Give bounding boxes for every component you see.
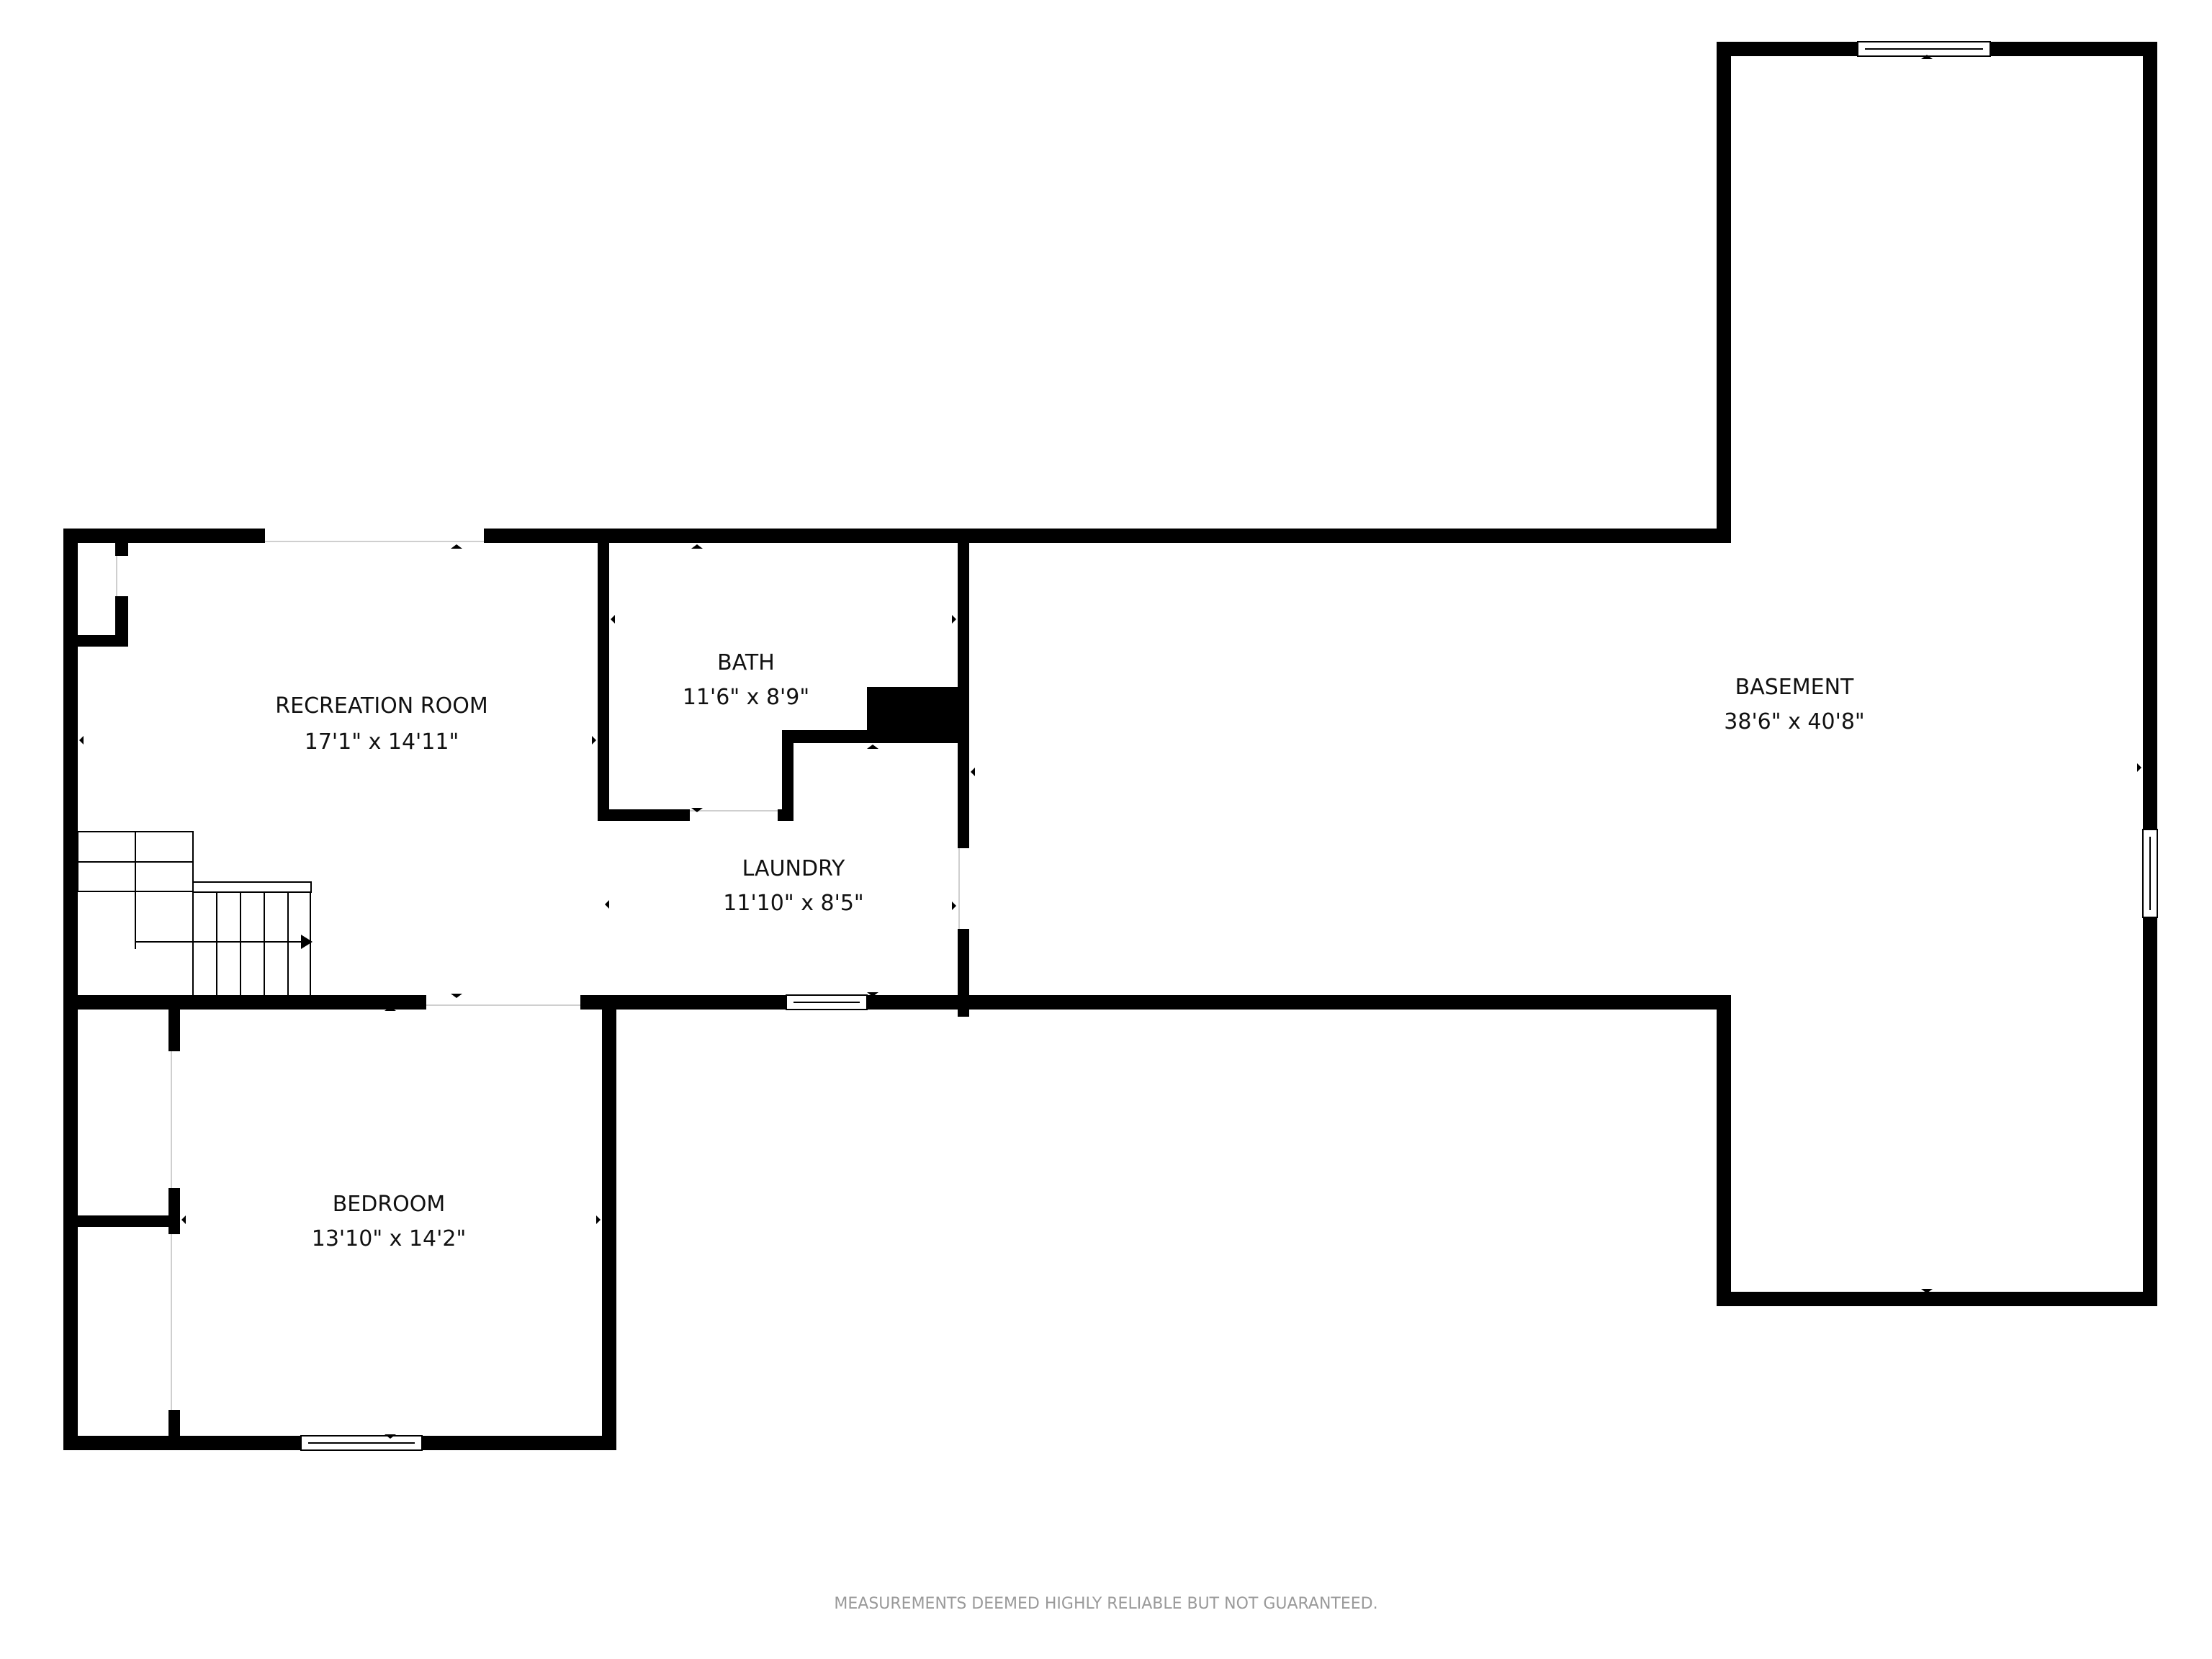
room-name: BEDROOM [333, 1192, 446, 1217]
room-dims: 13'10" x 14'2" [312, 1226, 467, 1251]
room-bath: BATH 11'6" x 8'9" [683, 650, 809, 710]
window-bedroom [300, 1435, 423, 1451]
room-dims: 11'6" x 8'9" [683, 685, 809, 710]
openings [116, 541, 960, 1410]
room-dims: 17'1" x 14'11" [305, 729, 459, 755]
window-basement-top [1857, 41, 1991, 57]
room-dims: 11'10" x 8'5" [723, 891, 863, 916]
room-name: BASEMENT [1735, 675, 1854, 700]
staircase [77, 831, 313, 995]
walls [63, 42, 2157, 1450]
room-name: LAUNDRY [742, 856, 845, 881]
room-basement: BASEMENT 38'6" x 40'8" [1724, 675, 1864, 734]
stair-arrow-icon [301, 935, 313, 949]
room-bedroom: BEDROOM 13'10" x 14'2" [312, 1192, 467, 1251]
window-basement-right [2142, 829, 2158, 918]
windows [300, 41, 2158, 1451]
room-laundry: LAUNDRY 11'10" x 8'5" [723, 856, 863, 916]
room-name: RECREATION ROOM [275, 693, 487, 719]
room-name: BATH [717, 650, 775, 675]
room-recreation: RECREATION ROOM 17'1" x 14'11" [275, 693, 487, 755]
dimension-markers [79, 55, 2141, 1439]
window-laundry [786, 994, 868, 1010]
disclaimer-text: MEASUREMENTS DEEMED HIGHLY RELIABLE BUT … [834, 1595, 1377, 1613]
room-dims: 38'6" x 40'8" [1724, 709, 1864, 734]
